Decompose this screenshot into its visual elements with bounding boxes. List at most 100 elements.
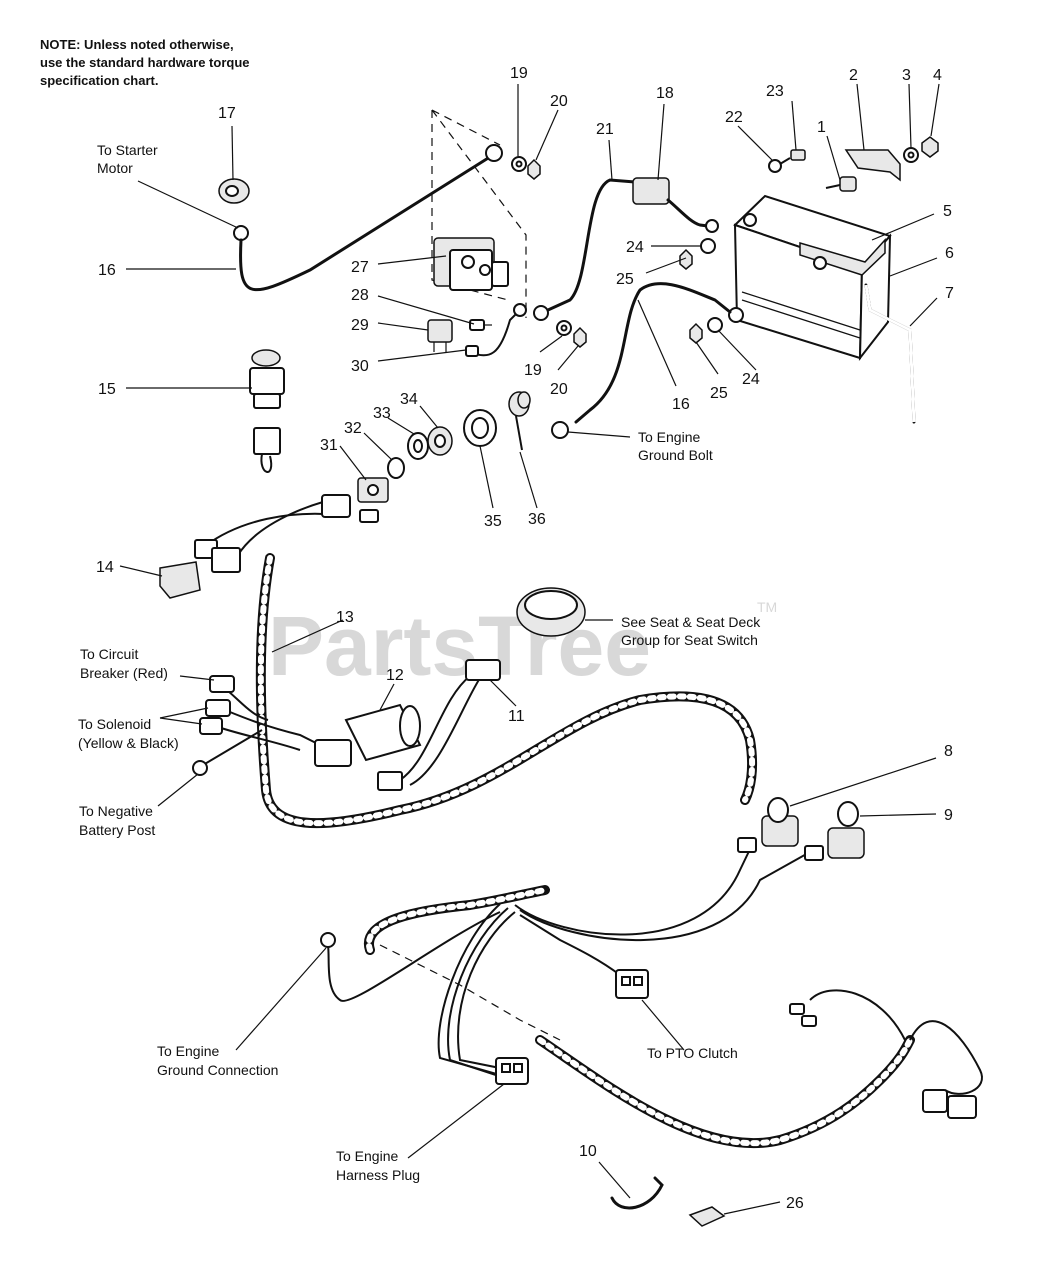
- label-solenoid-line2: (Yellow & Black): [78, 735, 179, 751]
- callout-36: 36: [528, 511, 546, 528]
- callout-25-b: 25: [710, 385, 728, 402]
- switch-9: [804, 801, 865, 861]
- diode-29: [427, 319, 453, 352]
- label-circuit-breaker-line1: To Circuit: [80, 646, 138, 662]
- torque-note: NOTE: Unless noted otherwise, use the st…: [40, 36, 250, 90]
- callout-16-right: 16: [672, 396, 690, 413]
- label-circuit-breaker-line2: Breaker (Red): [80, 665, 168, 681]
- capacitor-12: [344, 703, 422, 762]
- note-line-1: NOTE: Unless noted otherwise,: [40, 37, 234, 52]
- callout-30: 30: [351, 358, 369, 375]
- nut-25-b: [689, 322, 703, 344]
- washer-3: [903, 147, 919, 163]
- callout-3: 3: [902, 67, 911, 84]
- screw-28: [469, 319, 492, 331]
- callout-24-b: 24: [742, 371, 760, 388]
- callout-31: 31: [320, 437, 338, 454]
- callout-21: 21: [596, 121, 614, 138]
- watermark-tm: TM: [757, 599, 777, 615]
- label-pto-clutch: To PTO Clutch: [647, 1045, 738, 1061]
- washer-32: [387, 457, 405, 479]
- label-engine-harness-line1: To Engine: [336, 1148, 398, 1164]
- note-line-2: use the standard hardware torque: [40, 55, 250, 70]
- pto-switch-8: [737, 797, 799, 853]
- nut-34: [427, 426, 453, 456]
- label-engine-ground-bolt-line2: Ground Bolt: [638, 447, 713, 463]
- callout-23: 23: [766, 83, 784, 100]
- harness-upper-branch: [194, 494, 379, 573]
- clip-26: [688, 1206, 726, 1227]
- harness-left-leads: [192, 675, 352, 776]
- callout-18: 18: [656, 85, 674, 102]
- callout-20-mid: 20: [550, 381, 568, 398]
- label-seat-switch-line2: Group for Seat Switch: [621, 632, 758, 648]
- pto-switch-15: [249, 349, 285, 473]
- washer-19-top: [511, 156, 527, 172]
- label-solenoid-line1: To Solenoid: [78, 716, 151, 732]
- vent-tube-7: [864, 283, 916, 424]
- lower-dashed-line: [379, 944, 561, 1041]
- note-line-3: specification chart.: [40, 73, 159, 88]
- nut-25-a: [679, 248, 693, 270]
- callout-5: 5: [943, 203, 952, 220]
- washer-19-mid: [556, 320, 572, 336]
- callout-26: 26: [786, 1195, 804, 1212]
- label-engine-harness-line2: Harness Plug: [336, 1167, 420, 1183]
- callout-7: 7: [945, 285, 954, 302]
- washer-24-b: [707, 317, 723, 333]
- pto-connector: [615, 969, 649, 999]
- ignition-switch-31: [357, 477, 389, 503]
- solenoid-27: [433, 237, 509, 291]
- callout-27: 27: [351, 259, 369, 276]
- callout-numbers: 1 2 3 4 5 6 7 8 9 10 11 12 13 14 15 16 1…: [96, 65, 954, 1212]
- callout-4: 4: [933, 67, 942, 84]
- callout-9: 9: [944, 807, 953, 824]
- callout-1: 1: [817, 119, 826, 136]
- seat-switch-lead-11: [377, 659, 501, 791]
- nut-20-top: [527, 158, 541, 180]
- nut-20-mid: [573, 326, 587, 348]
- callout-12: 12: [386, 667, 404, 684]
- key-36: [508, 391, 531, 451]
- callout-33: 33: [373, 405, 391, 422]
- starter-cable-16: [233, 144, 503, 292]
- callout-8: 8: [944, 743, 953, 760]
- callout-22: 22: [725, 109, 743, 126]
- screw-23: [779, 149, 806, 165]
- label-engine-ground-conn-line2: Ground Connection: [157, 1062, 278, 1078]
- callout-6: 6: [945, 245, 954, 262]
- callout-29: 29: [351, 317, 369, 334]
- callout-24-a: 24: [626, 239, 644, 256]
- callout-19-mid: 19: [524, 362, 542, 379]
- cable-21: [533, 177, 719, 321]
- callout-10: 10: [579, 1143, 597, 1160]
- terminal-boot-17: [218, 178, 250, 204]
- solenoid-dashed-box: [431, 109, 527, 318]
- label-neg-battery-line1: To Negative: [79, 803, 153, 819]
- lower-harness: [320, 844, 983, 1149]
- bolt-1: [825, 176, 857, 192]
- callout-14: 14: [96, 559, 114, 576]
- seat-switch: [516, 587, 586, 637]
- wire-30: [465, 303, 527, 357]
- callout-11: 11: [508, 708, 525, 725]
- callout-34: 34: [400, 391, 418, 408]
- callout-20-top: 20: [550, 93, 568, 110]
- callout-25-a: 25: [616, 271, 634, 288]
- label-engine-ground-conn-line1: To Engine: [157, 1043, 219, 1059]
- label-seat-switch-line1: See Seat & Seat Deck: [621, 614, 761, 630]
- callout-16-top: 16: [98, 262, 116, 279]
- nut-4: [921, 136, 939, 158]
- label-neg-battery-line2: Battery Post: [79, 822, 155, 838]
- ground-cable-16: [551, 282, 744, 439]
- label-starter-line2: Motor: [97, 160, 133, 176]
- callout-2: 2: [849, 67, 858, 84]
- callout-28: 28: [351, 287, 369, 304]
- callout-32: 32: [344, 420, 362, 437]
- callout-13: 13: [336, 609, 354, 626]
- washer-33: [407, 432, 429, 460]
- callout-35: 35: [484, 513, 502, 530]
- hold-down-bracket-2: [844, 149, 901, 182]
- engine-harness-connector: [495, 1057, 529, 1085]
